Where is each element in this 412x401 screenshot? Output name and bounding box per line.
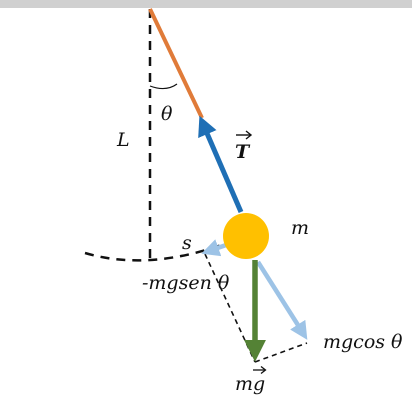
mass-label: m — [291, 217, 309, 239]
construction-line-bottom — [254, 342, 308, 363]
normal-component-label: mgcos θ — [323, 331, 403, 353]
swing-arc — [84, 240, 231, 262]
tension-label: T — [235, 141, 251, 163]
normal-component-arrow — [256, 260, 308, 340]
tangential-component-label: -mgsen θ — [142, 272, 230, 294]
angle-label: θ — [161, 103, 173, 125]
weight-label-vector: g — [253, 373, 265, 395]
ceiling — [0, 0, 412, 8]
construction-line-left — [204, 253, 256, 363]
pendulum-bob — [223, 213, 269, 259]
arc-label: s — [182, 232, 192, 254]
angle-arc — [149, 83, 178, 90]
length-label: L — [116, 129, 130, 151]
pendulum-rod — [148, 8, 204, 119]
tension-arrow — [198, 115, 244, 213]
weight-label-prefix: m — [235, 373, 253, 395]
tension-vector-head — [245, 130, 253, 140]
weight-vector-head — [260, 365, 267, 375]
